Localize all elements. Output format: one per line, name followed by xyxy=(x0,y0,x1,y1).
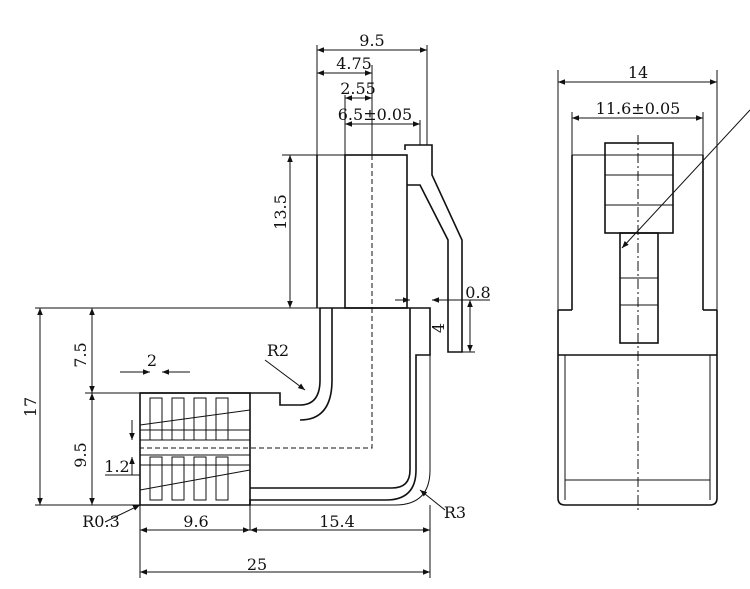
dim-bend-radius-inner: R2 xyxy=(267,341,289,360)
dim-latch-height: 4 xyxy=(429,323,448,333)
front-view: 14 11.6±0.05 xyxy=(557,63,750,510)
dim-half-width: 4.75 xyxy=(336,54,372,73)
dim-fin-length: 9.6 xyxy=(183,512,208,531)
dim-corner-radius: R0.3 xyxy=(82,512,120,531)
dim-slot-width: 6.5±0.05 xyxy=(338,105,412,124)
dim-total-length: 25 xyxy=(247,555,267,574)
dim-height-lower: 9.5 xyxy=(71,442,90,467)
extension-lines xyxy=(35,45,475,578)
side-view: 9.5 4.75 2.55 6.5±0.05 13.5 0.8 4 7.5 17… xyxy=(21,31,491,578)
upper-housing xyxy=(316,144,463,353)
front-view-dimension-labels: 14 11.6±0.05 xyxy=(596,63,681,118)
dim-fin-pitch: 2 xyxy=(147,351,157,370)
dim-inner-offset: 2.55 xyxy=(340,79,376,98)
side-view-dimension-labels: 9.5 4.75 2.55 6.5±0.05 13.5 0.8 4 7.5 17… xyxy=(21,31,491,574)
dim-height-mid: 7.5 xyxy=(71,342,90,367)
dim-top-width: 9.5 xyxy=(359,31,384,50)
dim-height-upper: 13.5 xyxy=(271,194,290,230)
cooling-fins xyxy=(139,392,251,505)
dim-front-total-width: 14 xyxy=(628,63,648,82)
dimension-lines xyxy=(37,47,490,575)
dim-bend-radius-outer: R3 xyxy=(444,503,466,522)
dim-front-inner-width: 11.6±0.05 xyxy=(596,99,681,118)
dim-body-length: 15.4 xyxy=(319,512,355,531)
dim-tab-thickness: 0.8 xyxy=(465,283,490,302)
dim-total-height: 17 xyxy=(21,397,40,417)
dim-fin-gap: 1.2 xyxy=(104,457,129,476)
